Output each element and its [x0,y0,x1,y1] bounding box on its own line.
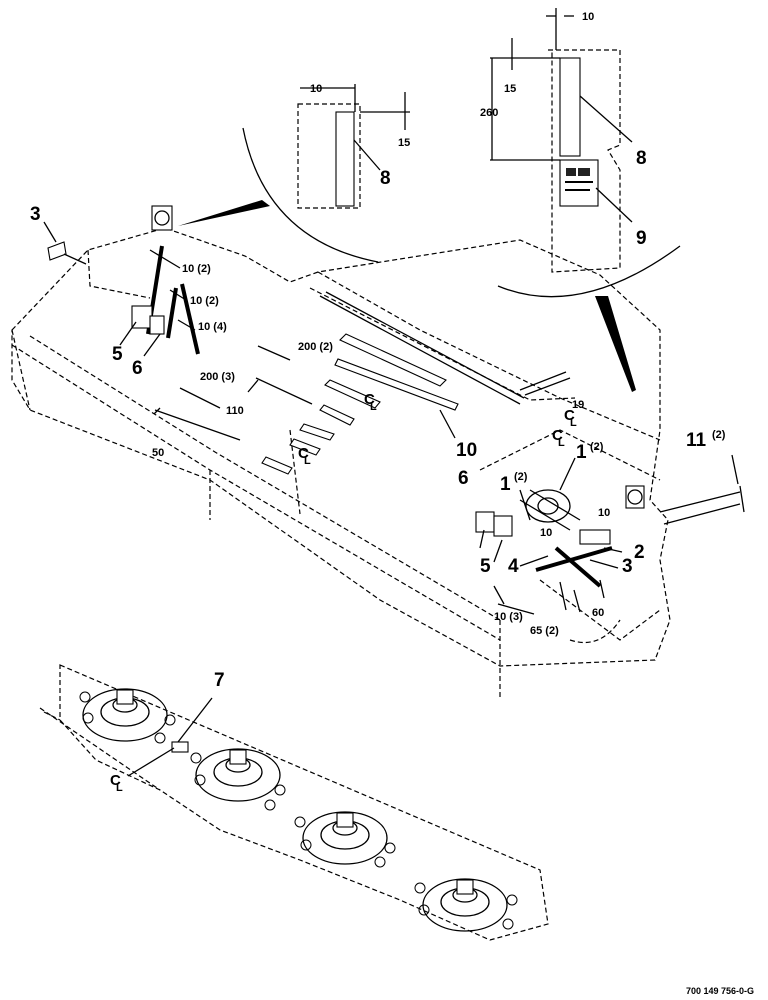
svg-text:L: L [570,417,577,429]
svg-text:110: 110 [226,405,244,417]
cutterbar [39,664,549,941]
disc-4 [422,878,508,932]
light-right [625,485,645,509]
detail-panel-center: 10 15 8 [297,83,410,209]
decal-8-tall [559,57,581,157]
decal-6-left [149,315,165,335]
callout-2: 2 [634,542,645,563]
svg-text:L: L [558,437,565,449]
callout-11-qty: (2) [712,429,726,441]
callout-4: 4 [508,556,519,577]
dim-10-top: 10 [582,11,594,23]
decal-5-left [131,305,153,329]
dim-15-top: 15 [504,83,516,95]
detail-panel-right: 10 260 15 8 9 [480,8,647,273]
svg-text:C: C [110,772,121,789]
decal-5-right [493,515,513,537]
callout-11: 11 [686,430,707,451]
decal-6-right [475,511,495,533]
decal-7 [171,741,189,753]
centerline-marks: C L C L C L C L C L [110,391,577,794]
svg-text:10 (2): 10 (2) [182,263,211,275]
decal-strips [261,333,459,475]
svg-text:19: 19 [572,399,584,411]
svg-text:200 (2): 200 (2) [298,341,333,353]
callout-5-right: 5 [480,556,491,577]
callout-6-right: 6 [458,468,469,489]
callout-8-right: 8 [636,148,647,169]
light-left [151,205,173,231]
callout-5-left: 5 [112,344,123,365]
callout-9: 9 [636,228,647,249]
part-3-left [47,241,67,261]
svg-text:C: C [564,407,575,424]
callout-8-inset: 8 [380,168,391,189]
disc-3 [302,811,388,865]
svg-text:65 (2): 65 (2) [530,625,559,637]
disc-1 [82,688,168,742]
callout-7: 7 [214,670,225,691]
magnifier-arc-right [497,245,681,298]
figure-number: 700 149 756-0-G [686,986,754,996]
callout-3-left: 3 [30,204,41,225]
svg-text:10 (4): 10 (4) [198,321,227,333]
callout-1-right-qty: (2) [590,441,604,453]
header-housing [11,227,671,700]
callout-3-right: 3 [622,556,633,577]
svg-text:L: L [116,782,123,794]
svg-text:L: L [370,401,377,413]
svg-text:10 (2): 10 (2) [190,295,219,307]
svg-text:L: L [304,455,311,467]
svg-text:200 (3): 200 (3) [200,371,235,383]
svg-text:C: C [298,445,309,462]
svg-text:C: C [552,427,563,444]
disc-2 [195,748,281,802]
svg-text:C: C [364,391,375,408]
dim-10-inset: 10 [310,83,322,95]
magnifier-arc-left [242,127,379,263]
svg-text:10 (3): 10 (3) [494,611,523,623]
svg-text:60: 60 [592,607,604,619]
dim-15-inset: 15 [398,137,410,149]
callout-1-left: 1 [500,474,511,495]
callout-1-left-qty: (2) [514,471,528,483]
callout-6-left: 6 [132,358,143,379]
svg-text:50: 50 [152,447,164,459]
svg-text:10: 10 [540,527,552,539]
svg-text:10: 10 [598,507,610,519]
dim-260: 260 [480,107,498,119]
dimension-labels: 10 (2) 10 (2) 10 (4) 200 (2) 200 (3) 110… [152,263,610,637]
callout-labels: 3 5 6 10 6 5 4 3 2 1 (2) 1 (2) 11 (2) 7 [30,204,726,691]
callout-1-right: 1 [576,442,587,463]
callout-10: 10 [456,440,477,461]
decal-8-inset [335,111,355,207]
